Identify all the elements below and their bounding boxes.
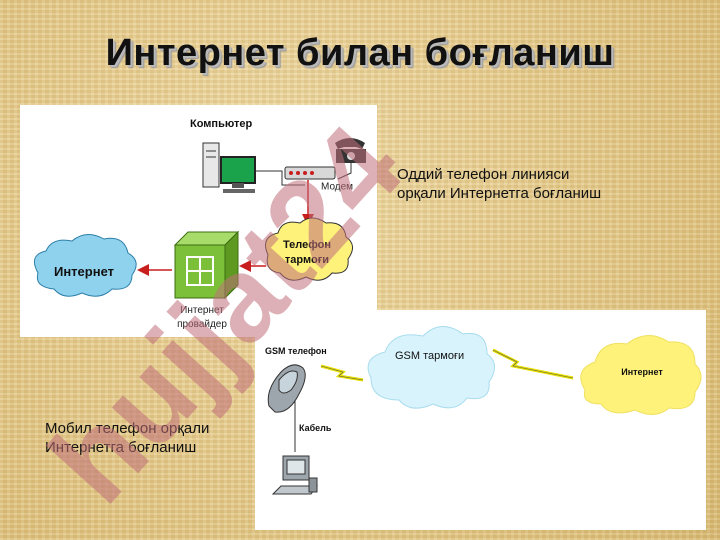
landline-caption-line-2: орқали Интернетга боғланиш <box>397 185 602 202</box>
provider-label-1: Интернет <box>180 305 224 316</box>
computer-icon <box>202 142 256 193</box>
mobile-caption-line-1: Мобил телефон орқали <box>45 420 210 437</box>
gsm-network-cloud: GSM тармоғи <box>367 326 495 409</box>
mobile-diagram: GSM телефон GSM тармоғи Интернет Кабель <box>265 326 702 495</box>
cable-label: Кабель <box>299 423 332 433</box>
desktop-computer-icon <box>271 455 318 495</box>
computer-label: Компьютер <box>190 118 252 130</box>
gsm-to-internet-signal <box>492 348 574 380</box>
mobile-internet-cloud: Интернет <box>580 335 702 415</box>
internet-label: Интернет <box>54 264 114 279</box>
internet-provider-icon <box>173 230 240 300</box>
mobile-internet-label: Интернет <box>621 367 663 377</box>
mobile-caption-line-2: Интернетга боғланиш <box>45 439 197 456</box>
telephone-network-label-1: Телефон <box>283 239 331 251</box>
modem-label: Модем <box>321 181 353 192</box>
landline-caption-line-1: Оддий телефон линияси <box>397 166 570 183</box>
mobile-phone-icon <box>267 364 306 413</box>
internet-cloud: Интернет <box>33 234 137 297</box>
gsm-phone-label: GSM телефон <box>265 346 327 356</box>
telephone-network-label-2: тармоғи <box>285 254 329 266</box>
gsm-network-label: GSM тармоғи <box>395 350 464 362</box>
telephone-icon <box>335 138 366 163</box>
slide-title: Интернет билан боғланиш <box>105 32 615 74</box>
landline-diagram-panel: Компьютер Модем <box>20 105 377 337</box>
mobile-caption: Мобил телефон орқали Интернетга боғланиш <box>45 419 255 457</box>
landline-diagram: Компьютер Модем <box>33 118 366 330</box>
provider-label-2: провайдер <box>177 319 227 330</box>
telephone-network-cloud: Телефон тармоғи <box>265 217 353 281</box>
modem-icon <box>284 166 336 180</box>
mobile-diagram-panel: GSM телефон GSM тармоғи Интернет Кабель <box>255 310 706 530</box>
landline-caption: Оддий телефон линияси орқали Интернетга … <box>397 165 657 203</box>
